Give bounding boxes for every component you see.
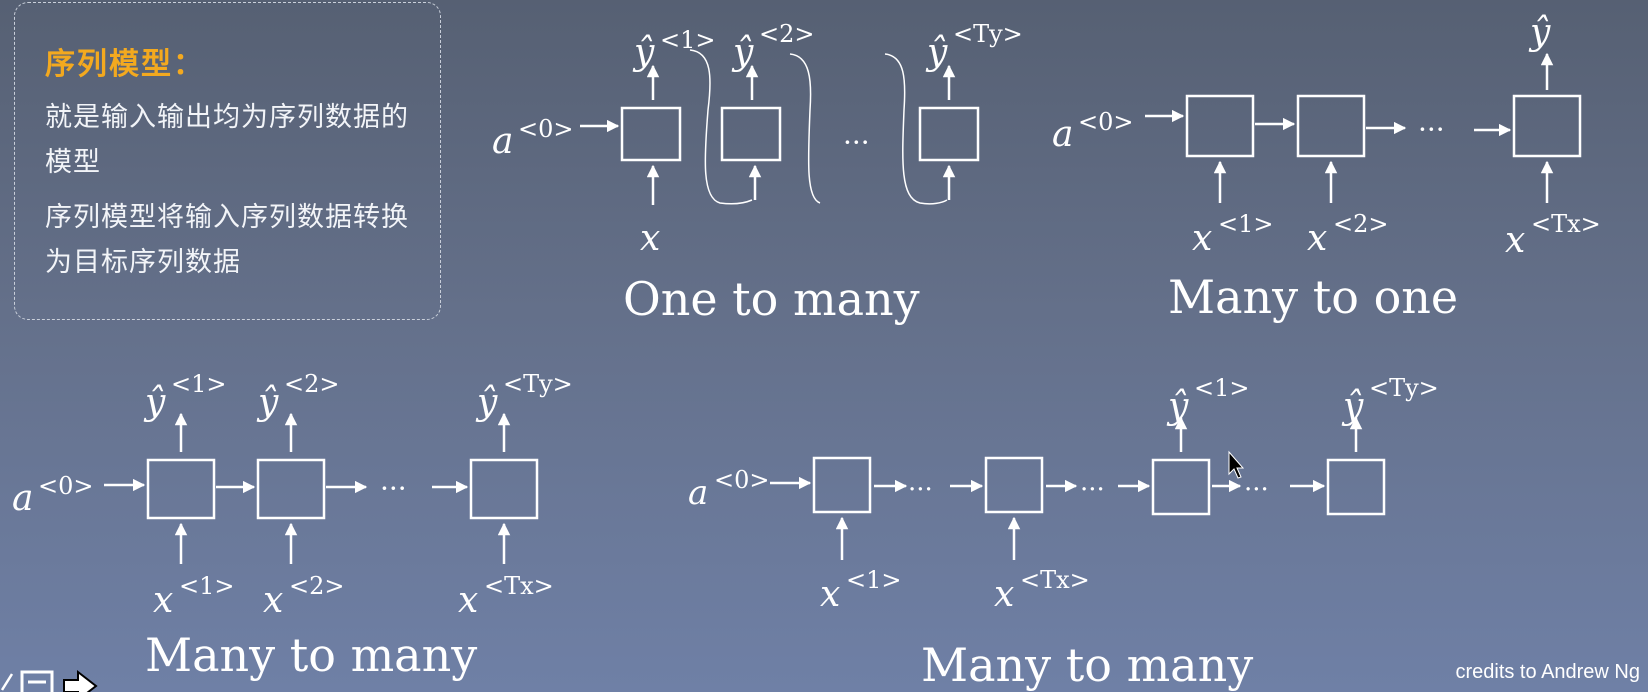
diagram-one-to-many — [580, 49, 980, 205]
label-a0-sup: <0> — [38, 472, 94, 500]
label-y-sup: <1> — [660, 26, 716, 54]
label-y-hat: ŷ — [256, 382, 279, 423]
many-to-many-encdec-labels: a <0> ··· ··· ··· ŷ <1> ŷ <Ty> x <1> x <… — [688, 374, 1439, 692]
label-x: x — [1505, 220, 1525, 261]
label-y-hat: ŷ — [1166, 386, 1189, 427]
ellipsis: ··· — [908, 475, 933, 505]
ellipsis: ··· — [843, 126, 870, 159]
diagram-many-to-one — [1145, 52, 1582, 203]
ellipsis: ··· — [380, 472, 407, 505]
label-y-hat: ŷ — [731, 32, 754, 73]
label-x-sup: <2> — [289, 572, 345, 600]
rnn-cell — [146, 458, 216, 520]
label-a0-sup: <0> — [714, 466, 770, 494]
label-y-hat: ŷ — [632, 32, 655, 73]
definition-text-2: 序列模型将输入序列数据转换为目标序列数据 — [45, 202, 409, 278]
feedback-curve — [789, 53, 821, 204]
label-x-sup: <Tx> — [1531, 210, 1601, 238]
caption-many-to-one: Many to one — [1168, 270, 1458, 324]
rnn-cell — [1512, 94, 1582, 158]
rnn-cell — [1151, 458, 1211, 516]
caption-many-to-many-aligned: Many to many — [145, 628, 477, 682]
rnn-cell — [1185, 94, 1255, 158]
credits-text: credits to Andrew Ng — [1455, 661, 1640, 683]
many-to-many-aligned-labels: a <0> ··· ŷ <1> ŷ <2> ŷ <Ty> x <1> x <2>… — [12, 370, 573, 682]
label-y-sup: <1> — [1194, 374, 1250, 402]
label-x: x — [153, 580, 173, 621]
label-x-sup: <1> — [179, 572, 235, 600]
label-y-sup: <Ty> — [953, 20, 1023, 48]
label-y-sup: <Ty> — [1369, 374, 1439, 402]
rnn-cell — [1296, 94, 1366, 158]
diagram-many-to-many-encdec — [770, 416, 1386, 560]
rnn-cell — [1326, 458, 1386, 516]
diagram-many-to-many-aligned — [104, 412, 539, 564]
definition-title: 序列模型： — [45, 47, 205, 82]
rnn-cell — [812, 456, 872, 514]
label-x-sup: <Tx> — [484, 572, 554, 600]
ellipsis: ··· — [1080, 475, 1105, 505]
label-y-hat: ŷ — [475, 382, 498, 423]
caption-one-to-many: One to many — [623, 272, 920, 326]
label-y-hat: ŷ — [1528, 12, 1551, 53]
next-arrow-icon[interactable] — [63, 669, 98, 692]
slide-nav-controls[interactable] — [0, 666, 100, 692]
ellipsis: ··· — [1244, 475, 1269, 505]
label-a0: a — [12, 478, 33, 519]
label-x-sup: <Tx> — [1020, 566, 1090, 594]
label-y-hat: ŷ — [143, 382, 166, 423]
label-a0-sup: <0> — [1078, 108, 1134, 136]
one-to-many-labels: a <0> ŷ <1> ŷ <2> ŷ <Ty> ··· x One to ma… — [492, 20, 1023, 326]
label-a0: a — [492, 121, 513, 162]
rnn-cell — [256, 458, 326, 520]
definition-box: 序列模型： 就是输入输出均为序列数据的模型 序列模型将输入序列数据转换为目标序列… — [14, 2, 441, 320]
label-x: x — [1192, 218, 1212, 259]
label-x-sup: <1> — [1218, 210, 1274, 238]
label-x: x — [994, 574, 1014, 615]
caption-many-to-many-encdec: Many to many — [921, 638, 1253, 692]
label-x: x — [1307, 218, 1327, 259]
cursor-icon — [1228, 450, 1245, 479]
feedback-curve — [884, 53, 948, 205]
label-y-sup: <2> — [284, 370, 340, 398]
label-y-sup: <2> — [759, 20, 815, 48]
label-x: x — [640, 218, 660, 259]
label-y-sup: <1> — [171, 370, 227, 398]
rnn-cell — [469, 458, 539, 520]
label-x: x — [820, 574, 840, 615]
label-a0: a — [688, 473, 708, 513]
pen-icon[interactable] — [0, 673, 14, 691]
menu-icon[interactable] — [20, 670, 54, 692]
rnn-cell — [720, 106, 782, 162]
label-x: x — [263, 580, 283, 621]
label-y-hat: ŷ — [925, 32, 948, 73]
definition-text-1: 就是输入输出均为序列数据的模型 — [45, 102, 409, 178]
many-to-one-labels: a <0> ··· ŷ x <1> x <2> x <Tx> Many to o… — [1052, 12, 1601, 324]
label-y-sup: <Ty> — [503, 370, 573, 398]
feedback-curve — [689, 49, 753, 205]
label-x: x — [458, 580, 478, 621]
rnn-cell — [918, 106, 980, 162]
label-y-hat: ŷ — [1341, 386, 1364, 427]
label-x-sup: <1> — [846, 566, 902, 594]
label-a0: a — [1052, 114, 1073, 155]
ellipsis: ··· — [1418, 113, 1445, 146]
label-x-sup: <2> — [1333, 210, 1389, 238]
label-a0-sup: <0> — [518, 115, 574, 143]
rnn-cell — [620, 106, 682, 162]
rnn-cell — [984, 456, 1044, 514]
